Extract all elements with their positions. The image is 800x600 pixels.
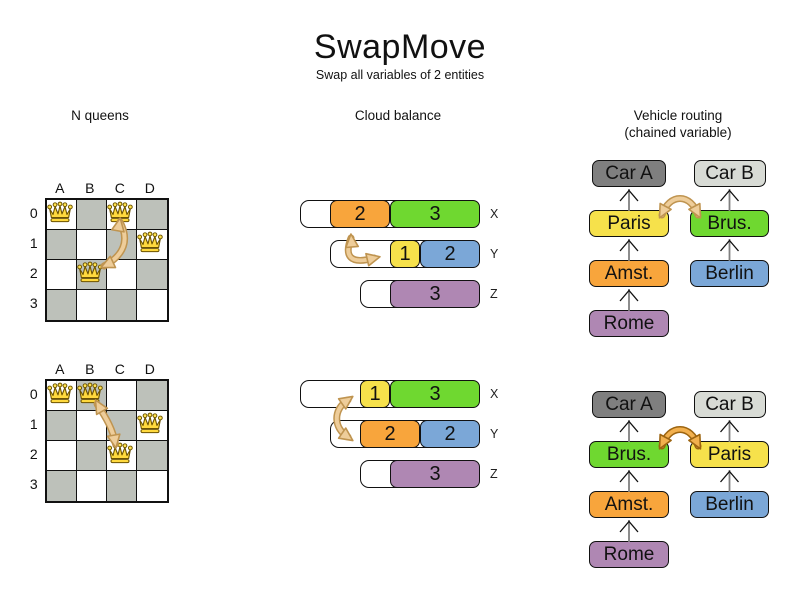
chess-cell-D2: [137, 260, 167, 290]
chess-cell-B2: [77, 441, 107, 471]
chess-cell-C3: [107, 290, 137, 320]
process-block: 3: [390, 280, 480, 308]
chain-link-arrow: [619, 289, 639, 311]
page-title: SwapMove: [313, 28, 487, 66]
chess-cell-A3: [47, 471, 77, 501]
page-subtitle: Swap all variables of 2 entities: [315, 68, 485, 82]
chess-row-label: 2: [29, 265, 39, 281]
city-box: Berlin: [690, 491, 769, 518]
process-block: 2: [330, 200, 390, 228]
chess-cell-B3: [77, 290, 107, 320]
computer-label: X: [490, 387, 499, 401]
chess-cell-B0: [77, 381, 107, 411]
process-block: 3: [390, 380, 480, 408]
chess-cell-B0: [77, 200, 107, 230]
chess-row-label: 3: [29, 295, 39, 311]
city-box: Rome: [589, 541, 669, 568]
chessboard: [45, 379, 169, 503]
process-block: 2: [420, 240, 480, 268]
computer-label: X: [490, 207, 499, 221]
city-box: Berlin: [690, 260, 769, 287]
column-subheader-chained-variable: (chained variable): [624, 125, 732, 140]
chess-col-label: D: [144, 180, 156, 196]
chess-col-label: B: [85, 180, 95, 196]
chess-cell-D3: [137, 290, 167, 320]
chain-link-arrow: [619, 239, 639, 261]
chain-link-arrow: [720, 239, 739, 261]
vehicle-box: Car B: [693, 160, 766, 187]
chain-link-arrow: [619, 520, 639, 542]
city-box: Brus.: [589, 441, 669, 468]
chain-link-arrow: [720, 470, 739, 492]
chess-col-label: B: [85, 361, 95, 377]
chess-cell-C0: [107, 200, 137, 230]
process-block: 3: [390, 200, 480, 228]
chess-cell-B2: [77, 260, 107, 290]
chess-row-label: 3: [29, 476, 39, 492]
chess-cell-C0: [107, 381, 137, 411]
chess-cell-A1: [47, 230, 77, 260]
process-block: 2: [420, 420, 480, 448]
city-box: Paris: [690, 441, 769, 468]
process-block: 1: [390, 240, 420, 268]
chain-link-arrow: [720, 420, 739, 442]
chess-row-label: 0: [29, 205, 39, 221]
vehicle-box: Car B: [693, 391, 766, 418]
computer-label: Z: [490, 287, 498, 301]
chess-cell-D0: [137, 381, 167, 411]
chess-col-label: C: [114, 180, 126, 196]
chess-cell-C3: [107, 471, 137, 501]
computer-label: Z: [490, 467, 498, 481]
chess-row-label: 1: [29, 416, 39, 432]
chess-col-label: C: [114, 361, 126, 377]
chain-link-arrow: [619, 189, 639, 211]
chess-cell-A3: [47, 290, 77, 320]
chess-cell-B3: [77, 471, 107, 501]
city-box: Paris: [589, 210, 669, 237]
chess-cell-B1: [77, 411, 107, 441]
chessboard: [45, 198, 169, 322]
chess-cell-D0: [137, 200, 167, 230]
chess-col-label: A: [55, 361, 65, 377]
chess-cell-D1: [137, 230, 167, 260]
chess-cell-A2: [47, 260, 77, 290]
chess-row-label: 0: [29, 386, 39, 402]
city-box: Amst.: [589, 260, 669, 287]
column-header-vehicle-routing: Vehicle routing: [633, 108, 723, 123]
chess-col-label: A: [55, 180, 65, 196]
city-box: Brus.: [690, 210, 769, 237]
computer-label: Y: [490, 247, 499, 261]
chess-cell-A1: [47, 411, 77, 441]
chain-link-arrow: [619, 420, 639, 442]
chess-cell-C2: [107, 441, 137, 471]
process-block: 1: [360, 380, 390, 408]
chain-link-arrow: [720, 189, 739, 211]
chess-row-label: 1: [29, 235, 39, 251]
chess-cell-B1: [77, 230, 107, 260]
city-box: Rome: [589, 310, 669, 337]
chess-col-label: D: [144, 361, 156, 377]
chess-cell-A0: [47, 381, 77, 411]
chess-cell-C2: [107, 260, 137, 290]
chess-cell-C1: [107, 411, 137, 441]
vehicle-box: Car A: [592, 160, 666, 187]
chess-cell-D3: [137, 471, 167, 501]
chess-cell-A0: [47, 200, 77, 230]
column-header-cloud-balance: Cloud balance: [354, 108, 442, 123]
city-box: Amst.: [589, 491, 669, 518]
chess-row-label: 2: [29, 446, 39, 462]
chess-cell-A2: [47, 441, 77, 471]
chess-cell-D1: [137, 411, 167, 441]
process-block: 2: [360, 420, 420, 448]
vehicle-box: Car A: [592, 391, 666, 418]
chain-link-arrow: [619, 470, 639, 492]
chess-cell-C1: [107, 230, 137, 260]
column-header-nqueens: N queens: [71, 108, 129, 123]
process-block: 3: [390, 460, 480, 488]
computer-label: Y: [490, 427, 499, 441]
chess-cell-D2: [137, 441, 167, 471]
